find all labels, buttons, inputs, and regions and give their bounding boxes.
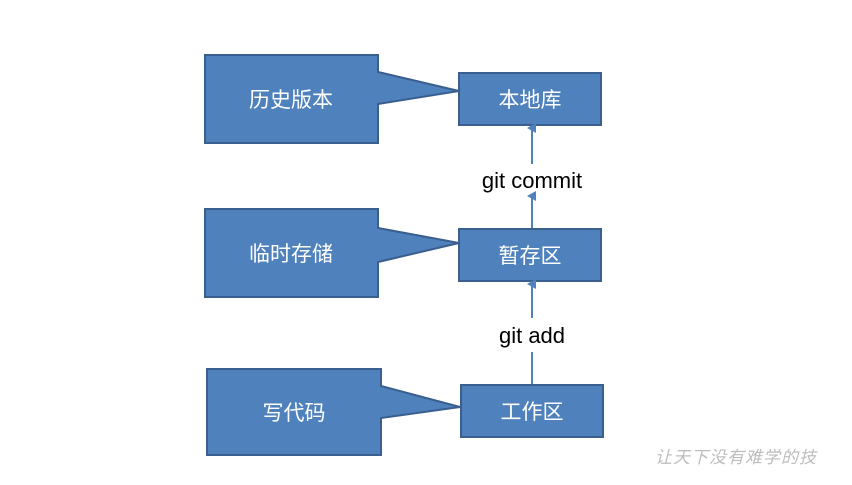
- callout-shape-history: [204, 54, 460, 144]
- stage-box-working-directory: [460, 384, 604, 438]
- stage-label-working-directory: 工作区: [501, 400, 564, 424]
- callout-label-history-versions: 历史版本: [249, 88, 333, 112]
- callout-shape-temporary: [204, 208, 460, 298]
- stage-working-directory: 工作区: [460, 384, 604, 438]
- command-label-git-commit: git commit: [482, 168, 582, 193]
- stage-box-local-repo: [458, 72, 602, 126]
- stage-local-repo: 本地库: [458, 72, 602, 126]
- command-label-git-add: git add: [499, 323, 565, 348]
- callout-history-versions: 历史版本: [204, 54, 460, 144]
- callout-write-code: 写代码: [206, 368, 461, 456]
- stage-label-staging-area: 暂存区: [499, 244, 562, 268]
- callout-shape-write-code: [206, 368, 461, 456]
- callout-label-write-code: 写代码: [263, 401, 326, 425]
- stage-label-local-repo: 本地库: [499, 88, 562, 112]
- callout-temporary-storage: 临时存储: [204, 208, 460, 298]
- callout-label-temporary-storage: 临时存储: [249, 242, 333, 266]
- stage-staging-area: 暂存区: [458, 228, 602, 282]
- watermark-text: 让天下没有难学的技: [655, 448, 817, 468]
